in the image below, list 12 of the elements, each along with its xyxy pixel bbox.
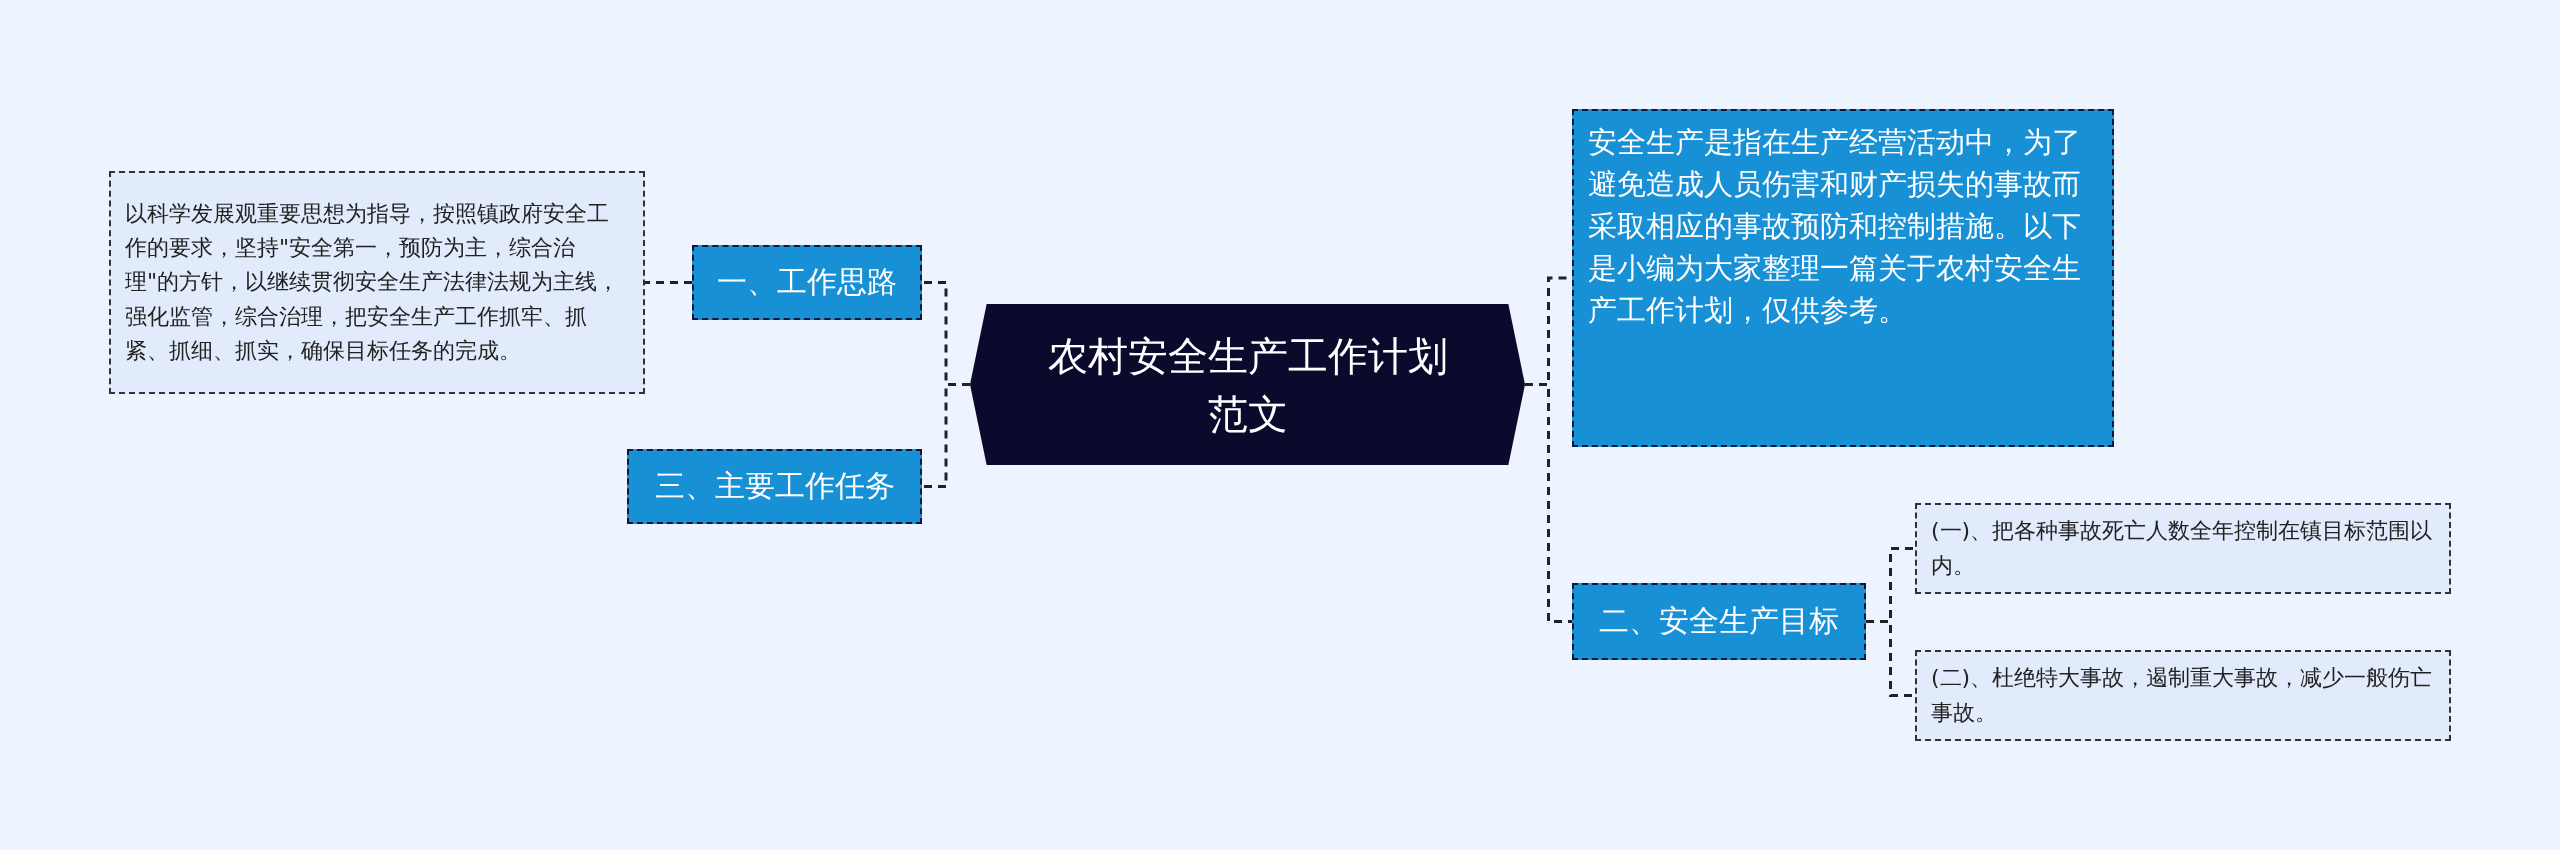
connector-line: [1525, 383, 1572, 623]
note-box: (一)、把各种事故死亡人数全年控制在镇目标范围以内。: [1915, 503, 2451, 594]
topic-box: 二、安全生产目标: [1572, 583, 1866, 660]
title-hexagon: 农村安全生产工作计划范文: [970, 304, 1525, 465]
connector-line: [645, 281, 692, 284]
connector-line: [1866, 620, 1915, 697]
note-box: (二)、杜绝特大事故，遏制重大事故，减少一般伤亡事故。: [1915, 650, 2451, 741]
summary-box: 安全生产是指在生产经营活动中，为了避免造成人员伤害和财产损失的事故而采取相应的事故预防和控制措施。以下是小编为大家整理一篇关于农村安全生产工作计划，仅供参考。: [1572, 109, 2114, 447]
topic-box: 一、工作思路: [692, 245, 922, 320]
topic-box: 三、主要工作任务: [627, 449, 922, 524]
connector-line: [922, 383, 970, 488]
note-box: 以科学发展观重要思想为指导，按照镇政府安全工作的要求，坚持"安全第一，预防为主，综合治理"的方针，以继续贯彻安全生产法律法规为主线，强化监管，综合治理，把安全生产工作抓牢、抓紧、抓细、抓实，确保目标任务的完成。: [109, 171, 645, 394]
